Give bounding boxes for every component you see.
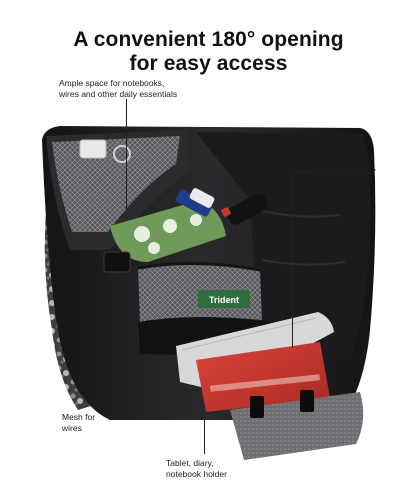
leader-line-mesh-horizontal	[112, 418, 139, 419]
upper-mesh-pocket	[52, 136, 180, 232]
gum-pack	[198, 290, 250, 308]
device-item	[103, 251, 131, 273]
callout-holder-line-1: Tablet, diary,	[166, 458, 214, 468]
laptop-compartment	[196, 132, 371, 360]
callout-holder-line-2: notebook holder	[166, 469, 227, 479]
red-notebook	[196, 342, 330, 412]
leader-line-holder-vertical	[204, 420, 205, 454]
earphones-item	[113, 145, 131, 163]
callout-laptop-line-1: Laptop upto 16"	[316, 167, 376, 177]
tube-item	[175, 189, 213, 217]
callout-ample-space-line-2: wires and other daily essentials	[59, 89, 178, 99]
notebook-strap	[209, 374, 321, 392]
gum-pack-label: Trident	[209, 295, 239, 305]
callout-mesh-line-2: wires	[62, 423, 82, 433]
callout-ample-space-line-1: Ample space for notebooks,	[59, 78, 165, 88]
leader-line-laptop-horizontal	[292, 172, 312, 173]
buckle	[250, 396, 264, 418]
leader-line-ample-vertical	[126, 99, 127, 209]
callout-mesh-line-1: Mesh for	[62, 412, 96, 422]
callout-holder: Tablet, diary, notebook holder	[166, 458, 227, 480]
charger-item	[79, 139, 107, 159]
leader-line-laptop-vertical	[292, 172, 293, 348]
callout-mesh: Mesh for wires	[62, 412, 95, 434]
callout-ample-space: Ample space for notebooks, wires and oth…	[59, 78, 177, 100]
headline-line-2: for easy access	[129, 52, 288, 75]
headline-line-1: A convenient 180° opening	[73, 28, 344, 51]
callout-laptop: Laptop upto 16"	[316, 167, 376, 178]
thermos-item	[226, 193, 268, 225]
leader-line-mesh-vertical	[138, 330, 139, 418]
